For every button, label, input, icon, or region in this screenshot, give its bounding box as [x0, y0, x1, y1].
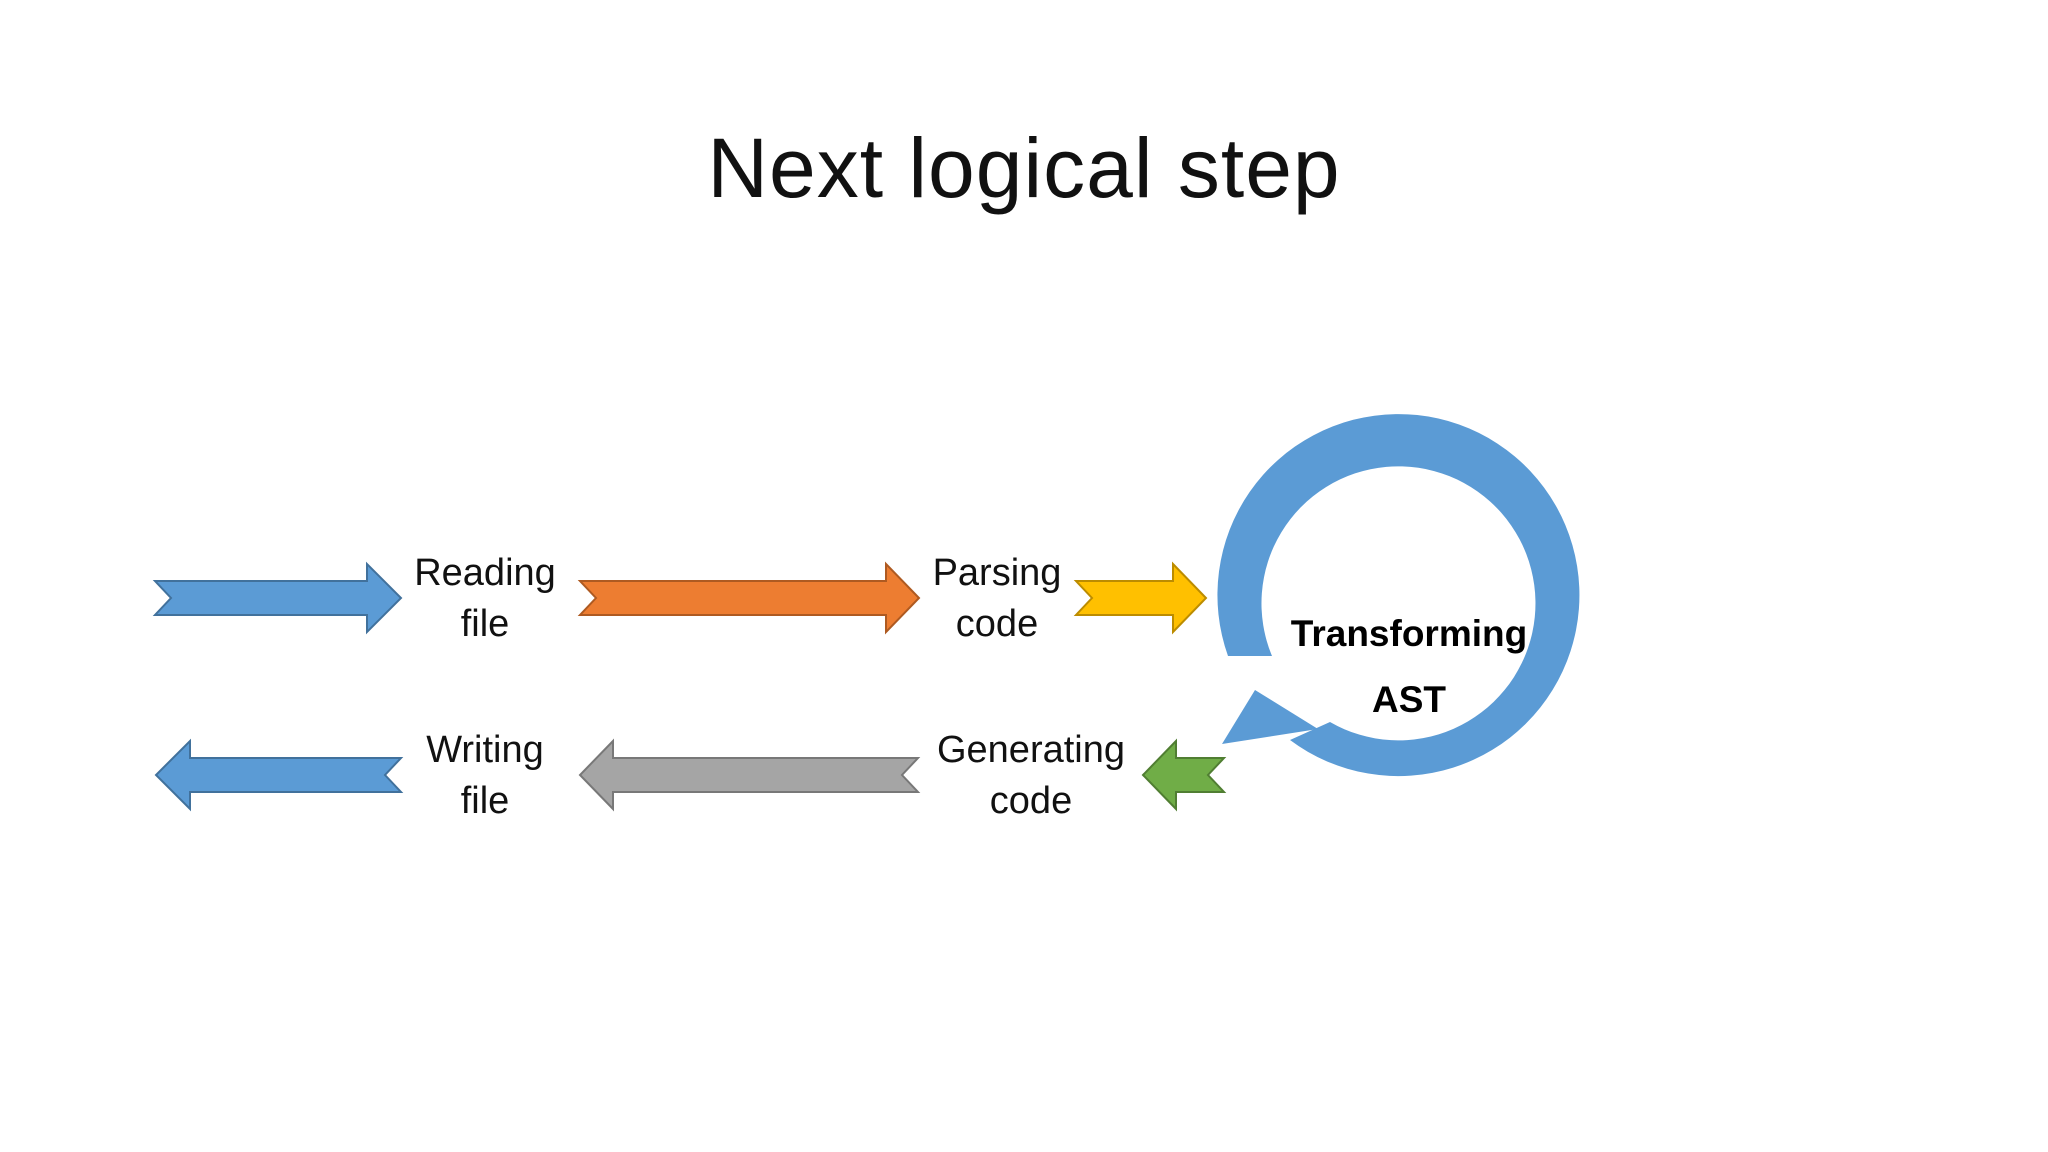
reading-file-label: Reading file	[414, 552, 556, 645]
generating-code-label: Generating code	[936, 729, 1125, 822]
transform-cycle-arrowhead	[1222, 690, 1318, 744]
parsing-code-label: Parsing code	[932, 552, 1062, 645]
parsing-to-transform-arrow	[1073, 561, 1208, 635]
slide-title: Next logical step	[707, 121, 1341, 215]
transform-to-generating-arrow	[1141, 738, 1227, 812]
reading-to-parsing-arrow	[577, 561, 921, 635]
output-arrow	[154, 738, 404, 812]
transforming-ast-label: Transforming AST	[1290, 613, 1528, 720]
input-arrow	[152, 561, 403, 635]
writing-file-label: Writing file	[426, 729, 544, 822]
generating-to-writing-arrow	[578, 738, 921, 812]
